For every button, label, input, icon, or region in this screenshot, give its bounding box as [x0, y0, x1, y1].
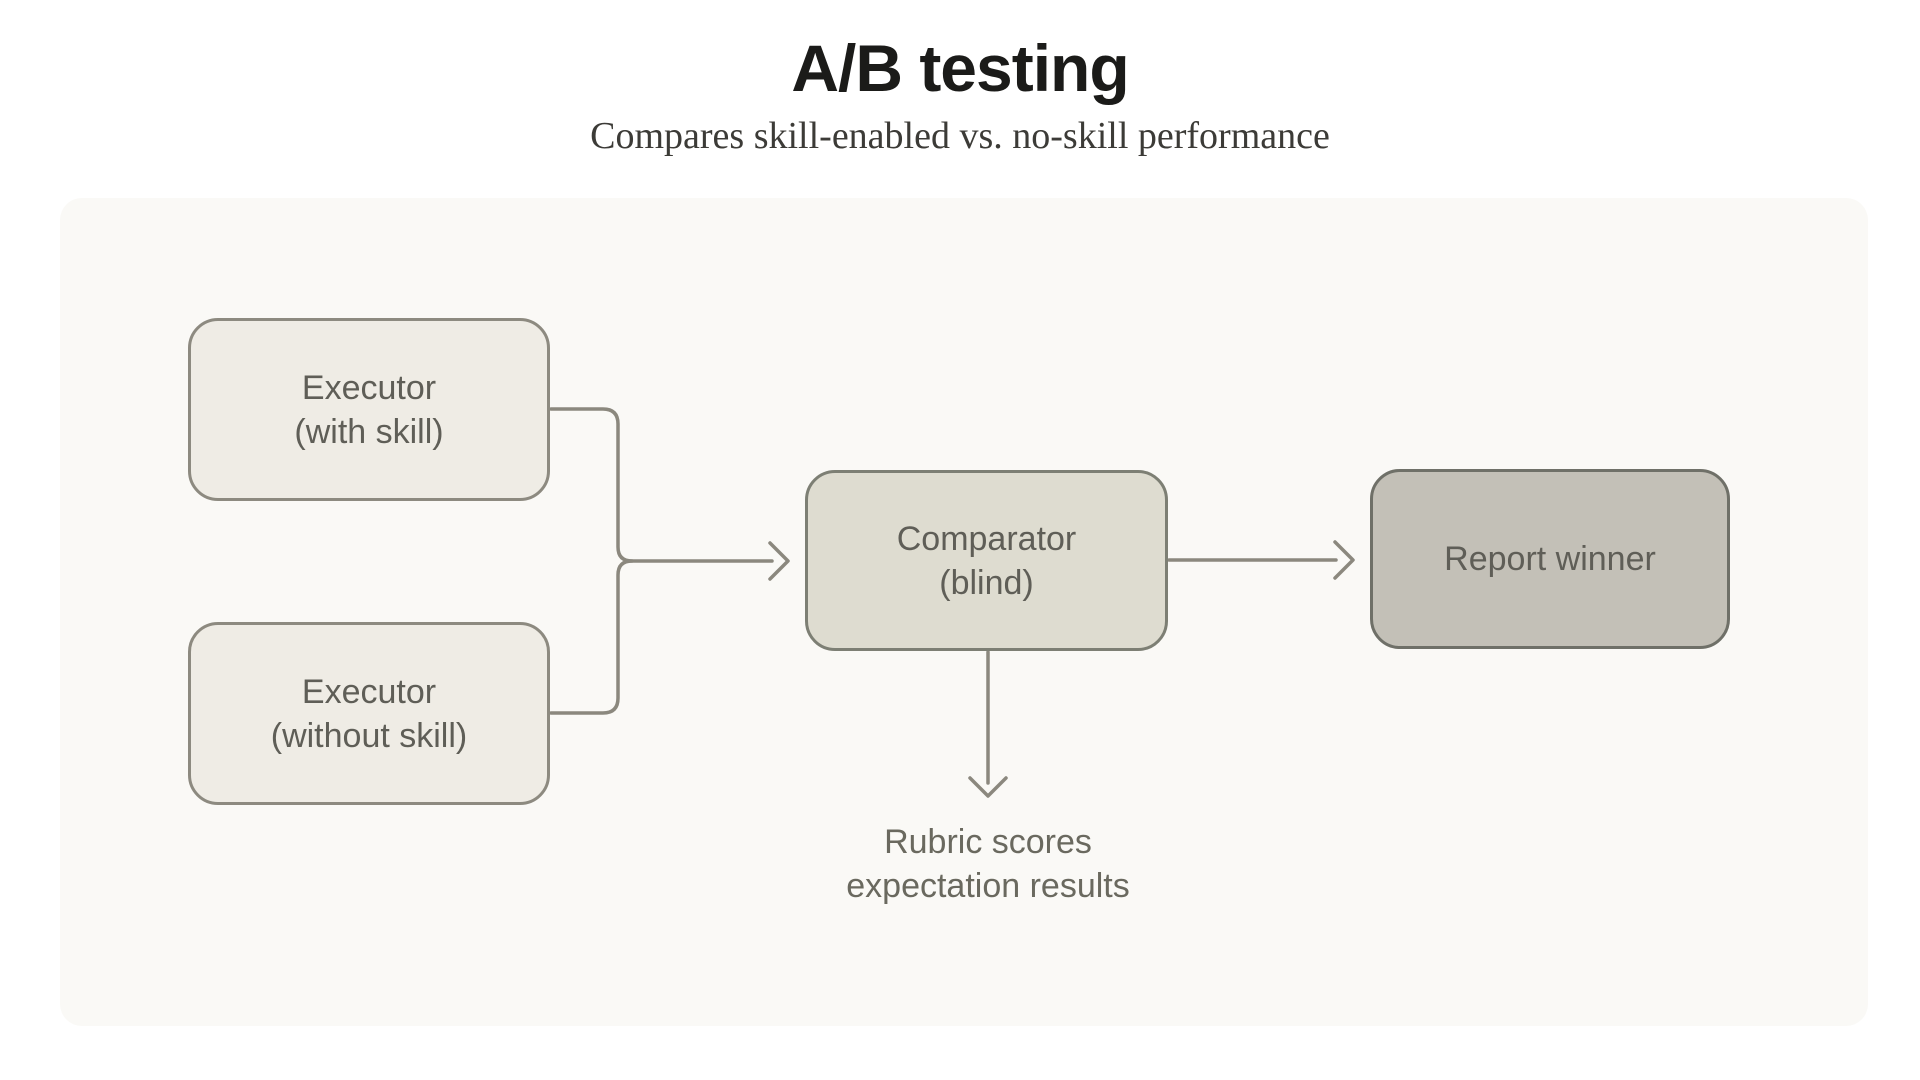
node-label-line: Comparator	[896, 519, 1077, 558]
node-comparator: Comparator (blind)	[805, 470, 1168, 651]
node-executor-with-skill: Executor (with skill)	[188, 318, 550, 501]
node-label-line: Executor	[301, 368, 437, 407]
node-label-line: Executor	[301, 672, 437, 711]
page-subtitle: Compares skill-enabled vs. no-skill perf…	[590, 115, 1330, 157]
node-label-line: (with skill)	[294, 412, 444, 451]
node-label-line: (without skill)	[270, 716, 468, 755]
annotation-rubric-scores: Rubric scores expectation results	[788, 820, 1188, 908]
page-title: A/B testing	[791, 31, 1129, 105]
node-executor-without-skill: Executor (without skill)	[188, 622, 550, 805]
diagram-header: A/B testing Compares skill-enabled vs. n…	[0, 0, 1920, 158]
node-label-line: (blind)	[939, 563, 1034, 602]
annotation-line: Rubric scores	[884, 823, 1092, 861]
node-label-line: Report winner	[1444, 540, 1656, 578]
node-report-winner: Report winner	[1370, 469, 1730, 649]
annotation-line: expectation results	[846, 867, 1130, 905]
